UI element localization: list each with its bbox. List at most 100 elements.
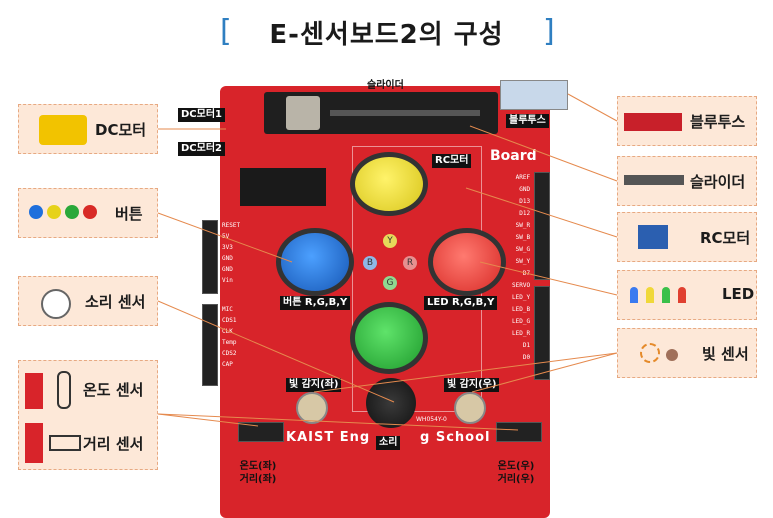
button-blue-icon [29,205,43,219]
microphone [366,378,416,428]
rc-motor-box: RC모터 [617,212,757,262]
pin-right_pins-10: LED_Y [512,294,531,301]
led-green-icon [662,287,670,303]
tag-temp-dist-left: 온도(좌) 거리(좌) [234,460,282,486]
pin-right_pins-6: SW_G [515,246,531,253]
title-bracket-left: [ [220,14,232,49]
pin-left_pins_bottom-1: CDS1 [222,317,237,324]
pin-right_pins-15: D0 [522,354,531,361]
pin-right_pins-1: GND [519,186,531,193]
button-box: 버튼 [18,188,158,238]
pin-left_pins_top-1: 5V [222,233,230,240]
light-sensor-image [666,349,678,361]
line-dist-right [157,413,519,431]
pin-right_pins-11: LED_B [512,306,531,313]
right-header-top [534,172,550,280]
pin-left_pins_top-3: GND [222,255,233,262]
rc-motor-image [638,225,668,249]
ruler-icon [49,435,81,451]
line-light-right [471,352,618,393]
slider-image [624,175,684,185]
led-letter-y: Y [383,234,397,248]
board-word: Board [490,148,537,164]
light-sensor-right [454,392,486,424]
pin-right_pins-0: AREF [515,174,531,181]
board-brand: KAIST Eng [286,430,371,445]
pin-left_pins_top-4: GND [222,266,233,273]
tag-dist-right-label: 거리(우) [497,474,535,485]
rc-motor-label: RC모터 [700,229,751,247]
tag-dc-motor-2: DC모터2 [178,142,225,156]
tag-sound: 소리 [376,436,401,450]
slider-track [330,110,480,116]
led-letter-b: B [363,256,377,270]
line-temp-left [157,413,259,427]
pin-right_pins-7: SW_Y [515,258,531,265]
dc-motor-image [39,115,87,145]
slider-knob [286,96,320,130]
pin-left_pins_bottom-0: MIC [222,306,233,313]
line-sound [157,300,395,403]
sound-sensor-icon [41,289,71,319]
tag-dist-left-label: 거리(좌) [239,474,277,485]
sun-icon [640,343,660,363]
light-sensor-left [296,392,328,424]
tag-led-rgby: LED R,G,B,Y [424,296,498,310]
pin-left_pins_top-0: RESET [222,222,241,229]
red-button [428,228,506,296]
bluetooth-label: 블루투스 [690,113,746,131]
led-letter-g: G [383,276,397,290]
pin-left_pins_bottom-2: CLK [222,328,233,335]
tag-slider: 슬라이더 [367,80,404,91]
led-box: LED [617,270,757,320]
bottom-header-left [238,422,284,442]
led-blue-icon [630,287,638,303]
led-letter-r: R [403,256,417,270]
chip-mark: WH054Y-0 [416,416,447,423]
pin-right_pins-2: D13 [519,198,531,205]
tag-rc-motor: RC모터 [432,154,472,168]
left-header-top [202,220,218,294]
button-yellow-icon [47,205,61,219]
line-light-left [313,352,618,393]
pin-right_pins-3: D12 [519,210,531,217]
tag-temp-dist-right: 온도(우) 거리(우) [492,460,540,486]
temp-sensor-label: 온도 센서 [83,381,144,399]
led-yellow-icon [646,287,654,303]
button-green-icon [65,205,79,219]
bluetooth-box: 블루투스 [617,96,757,146]
tag-temp-left-label: 온도(좌) [239,461,277,472]
bluetooth-module-image [624,113,682,131]
pin-right_pins-12: LED_G [512,318,531,325]
pin-right_pins-14: D1 [522,342,531,349]
sound-sensor-label: 소리 센서 [85,293,146,311]
pin-right_pins-13: LED_R [512,330,531,337]
temp-distance-box: 온도 센서 거리 센서 [18,360,158,470]
slider-box: 슬라이더 [617,156,757,206]
pin-right_pins-9: SERVO [512,282,531,289]
temp-sensor-image [25,373,43,409]
dc-motor-box: DC모터 [18,104,158,154]
distance-sensor-image [25,423,43,463]
line-slider [469,125,618,182]
pin-right_pins-5: SW_B [515,234,531,241]
bottom-header-right [496,422,542,442]
light-sensor-label: 빛 센서 [702,345,749,363]
led-red-icon [678,287,686,303]
light-sensor-box: 빛 센서 [617,328,757,378]
right-header-bottom [534,286,550,380]
line-button [157,212,293,263]
slider-label: 슬라이더 [690,173,746,191]
ic-chip [240,168,326,206]
sound-sensor-box: 소리 센서 [18,276,158,326]
tag-bluetooth: 블루투스 [506,114,549,128]
blue-button [276,228,354,296]
title-bracket-right: ] [543,14,555,49]
thermometer-icon [57,371,71,409]
button-label: 버튼 [115,205,143,223]
pin-left_pins_top-2: 3V3 [222,244,233,251]
tag-button-rgby: 버튼 R,G,B,Y [280,296,351,310]
tag-light-left: 빛 감지(좌) [286,378,342,392]
